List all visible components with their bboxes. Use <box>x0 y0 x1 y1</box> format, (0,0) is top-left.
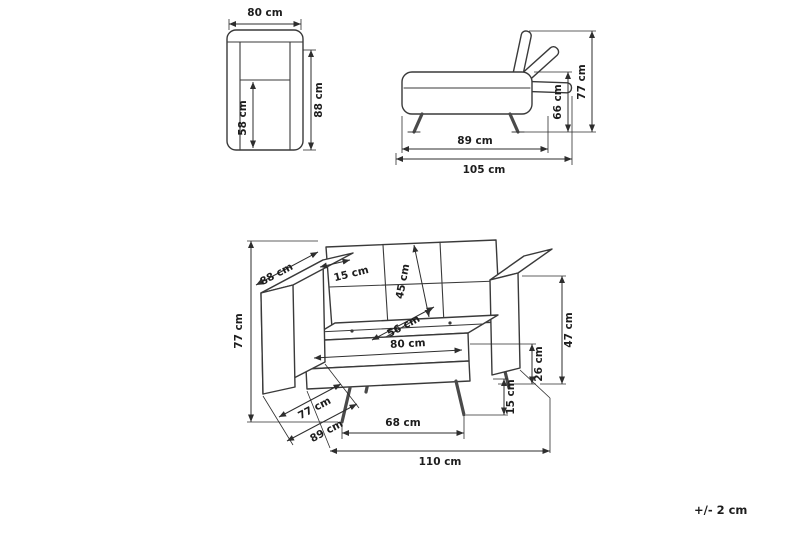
dim-label: 105 cm <box>463 164 506 176</box>
side-view-back-leg <box>508 112 520 134</box>
dimension-arrow <box>371 306 435 341</box>
dim-front-height: 88 cm <box>303 49 325 151</box>
dim-label: 80 cm <box>247 7 282 19</box>
dim-seat-front-height: 26 cm <box>470 343 545 385</box>
dim-label: 77 cm <box>576 64 588 99</box>
side-view-front-leg <box>412 112 424 134</box>
dim-leg-distance: 68 cm <box>341 417 465 439</box>
dimension-arrow <box>286 403 358 442</box>
dim-label: 110 cm <box>419 456 462 468</box>
dim-front-width: 80 cm <box>228 7 302 30</box>
side-view-body <box>401 71 533 115</box>
dim-label: 58 cm <box>237 100 249 135</box>
dim-inner-depth: 77 cm <box>278 383 342 422</box>
extension-line <box>324 363 360 409</box>
dim-label: 66 cm <box>552 84 564 119</box>
dim-leg-height: 15 cm <box>466 378 517 416</box>
dim-label: 47 cm <box>563 312 575 347</box>
dim-label: 15 cm <box>505 379 517 414</box>
left-armrest-front <box>260 284 296 395</box>
dim-side-height: 77 cm <box>529 30 596 132</box>
front-left-leg <box>340 386 352 424</box>
extension-line <box>519 369 551 399</box>
dim-label: 77 cm <box>296 395 333 422</box>
seat-button <box>448 321 452 325</box>
dimension-arrow <box>255 251 319 286</box>
front-view: 80 cm 58 cm 88 cm <box>226 7 325 151</box>
dim-label: 68 cm <box>385 417 420 429</box>
dim-label: 77 cm <box>233 313 245 348</box>
extension-line <box>306 390 331 449</box>
dim-seat-width: 80 cm <box>313 337 463 361</box>
dimension-arrow <box>412 244 431 318</box>
perspective-view: 77 cm 88 cm 15 cm 45 cm 56 cm 80 cm 26 c… <box>233 239 575 468</box>
dim-side-depth: 89 cm <box>401 116 549 153</box>
dim-armrest-height: 47 cm <box>522 275 575 385</box>
right-armrest-front <box>489 272 521 376</box>
extension-line <box>262 395 294 446</box>
seat-button <box>350 329 354 333</box>
dim-label: 26 cm <box>533 346 545 381</box>
dimension-arrow <box>313 347 463 361</box>
base-front-face <box>305 360 471 390</box>
dim-side-total-depth: 105 cm <box>395 96 573 176</box>
dimension-arrow <box>319 258 351 269</box>
dim-total-width: 110 cm <box>306 369 551 468</box>
dim-side-backrest-floor-height: 66 cm <box>520 71 596 133</box>
right-armrest-top <box>489 248 553 281</box>
dim-front-seat-height: 58 cm <box>237 82 256 148</box>
front-right-leg <box>454 379 466 417</box>
front-view-outline <box>226 29 304 151</box>
tolerance-note: +/- 2 cm <box>694 503 747 517</box>
dim-label: 80 cm <box>390 337 426 351</box>
dim-label: 88 cm <box>313 82 325 117</box>
side-view: 66 cm 77 cm 89 cm 105 cm <box>395 30 596 176</box>
dim-label: 89 cm <box>457 135 492 147</box>
